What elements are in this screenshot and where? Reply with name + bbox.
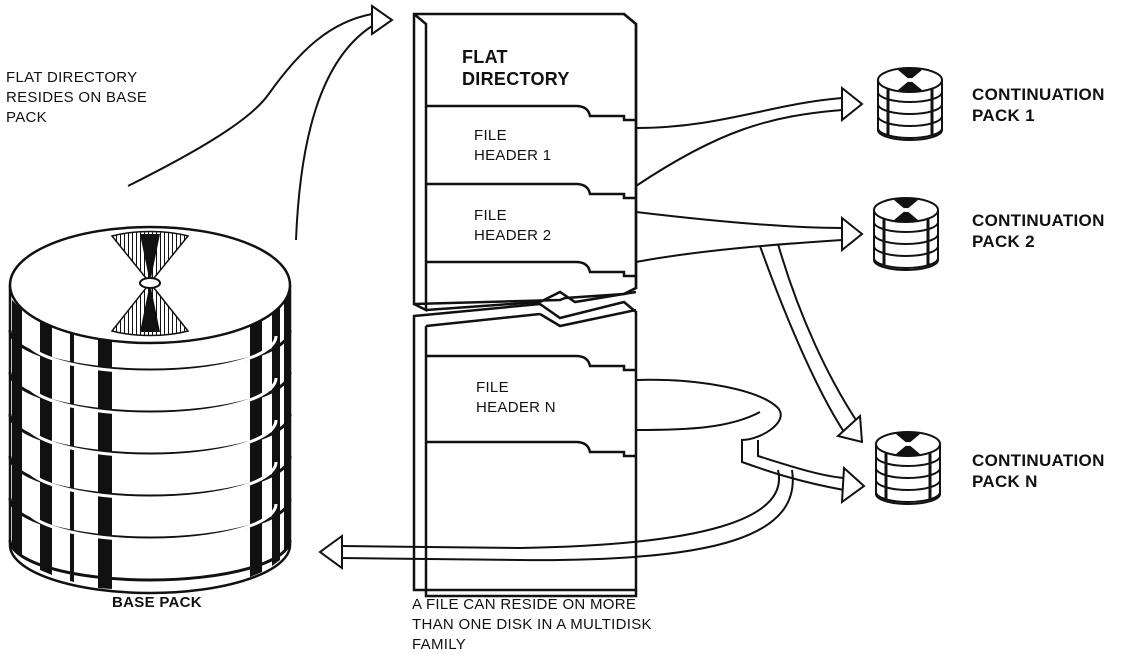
continuation-pack-1-label: CONTINUATION PACK 1 [972,85,1105,125]
base-pack-label: BASE PACK [112,594,202,611]
flat-directory-note: FLAT DIRECTORY RESIDES ON BASE PACK [6,69,148,126]
flat-directory-title: FLAT DIRECTORY [462,47,570,89]
file-header-2-label: FILE HEADER 2 [474,207,552,244]
continuation-pack-n-icon [875,431,941,505]
flat-directory-icon [412,12,638,598]
arrow-packN-to-base [318,469,794,570]
arrow-header2-to-pack2 [635,211,864,263]
arrow-header1-to-pack1 [635,85,864,187]
continuation-pack-n-label: CONTINUATION PACK N [972,451,1105,491]
multidisk-note: A FILE CAN RESIDE ON MORE THAN ONE DISK … [412,596,652,653]
continuation-pack-2-label: CONTINUATION PACK 2 [972,211,1105,251]
continuation-pack-1-icon [877,67,943,141]
arrow-headerN-to-packN [635,378,866,505]
continuation-pack-2-icon [873,197,939,271]
arrow-header2-to-packN [759,243,864,444]
base-pack-icon [8,225,292,595]
arrow-base-to-directory [127,4,394,241]
file-header-1-label: FILE HEADER 1 [474,127,552,164]
file-header-n-label: FILE HEADER N [476,379,556,416]
